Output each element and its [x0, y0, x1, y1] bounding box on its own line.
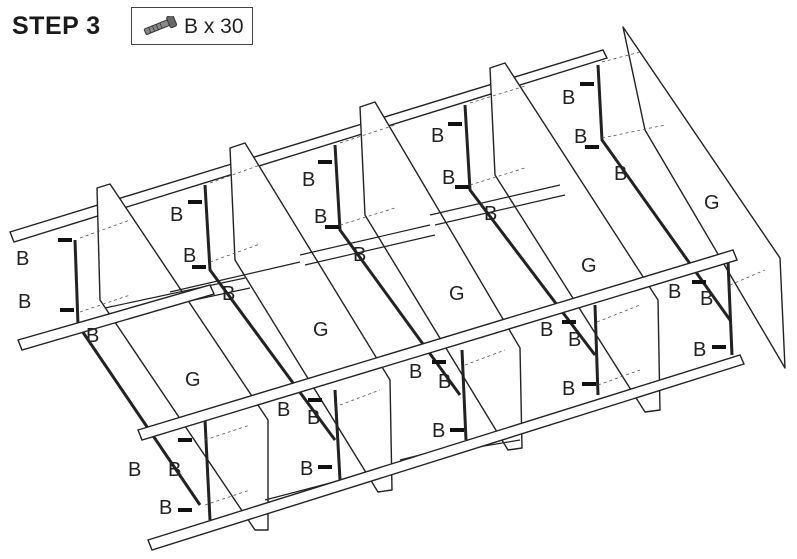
divider-panel-1	[96, 183, 269, 531]
bolt-label: B	[159, 497, 172, 519]
bracket	[593, 304, 600, 396]
bolt-label: B	[562, 87, 575, 109]
bolt-label: B	[442, 167, 455, 189]
bracket	[596, 64, 732, 321]
guide-line	[79, 51, 766, 506]
bolt-label: B	[277, 399, 290, 421]
bolt-label: B	[314, 206, 327, 228]
bolt-label: B	[562, 378, 575, 400]
bolt-label: B	[300, 458, 313, 480]
panel-label: G	[581, 255, 597, 277]
panel-label: G	[449, 283, 465, 305]
parts-callout: B x 30	[131, 7, 253, 45]
bolt-label: B	[307, 407, 320, 429]
bolt-label: B	[170, 204, 183, 226]
bracket	[463, 104, 597, 356]
slat	[299, 224, 436, 266]
bolt-label: B	[540, 319, 553, 341]
bolt-label: B	[128, 459, 141, 481]
divider-panel-2	[229, 142, 393, 493]
parts-label: B x 30	[184, 15, 244, 38]
bolt-label: B	[693, 339, 706, 361]
bolt-label: B	[86, 325, 99, 347]
bolt-label: B	[484, 203, 497, 225]
end-panel-right	[622, 26, 786, 369]
panel-label: G	[313, 319, 329, 341]
bolt-label: B	[222, 283, 235, 305]
divider-panel-4	[489, 62, 661, 413]
bolt-label: B	[431, 125, 444, 147]
screw-group	[58, 82, 726, 512]
bracket	[460, 349, 468, 441]
bolt-label: B	[302, 169, 315, 191]
bolt-label: B	[614, 163, 627, 185]
back-rail	[9, 49, 608, 243]
bolt-label: B	[409, 361, 422, 383]
divider-panel-3	[359, 101, 523, 451]
slat	[169, 261, 301, 293]
bolt-label: B	[438, 371, 451, 393]
bracket	[203, 419, 212, 521]
bolt-label: B	[568, 329, 581, 351]
bolt-label: B	[668, 281, 681, 303]
panel-label: G	[704, 192, 720, 214]
bolt-label: B	[183, 245, 196, 267]
bottom-rail	[147, 354, 745, 551]
bolt-label: B	[353, 244, 366, 266]
bolt-label: B	[18, 291, 31, 313]
bracket	[333, 144, 462, 396]
front-rail	[137, 249, 738, 441]
bolt-label: B	[168, 459, 181, 481]
bracket	[333, 389, 342, 481]
step-title: STEP 3	[12, 12, 101, 40]
bolt-label: B	[432, 420, 445, 442]
bolt-icon	[143, 16, 177, 35]
bolt-label: B	[574, 126, 587, 148]
bracket	[726, 261, 734, 356]
bolt-label: B	[16, 248, 29, 270]
bolt-label: B	[700, 288, 713, 310]
middle-rail	[17, 284, 215, 351]
panel-label: G	[185, 369, 201, 391]
slat	[429, 184, 566, 226]
